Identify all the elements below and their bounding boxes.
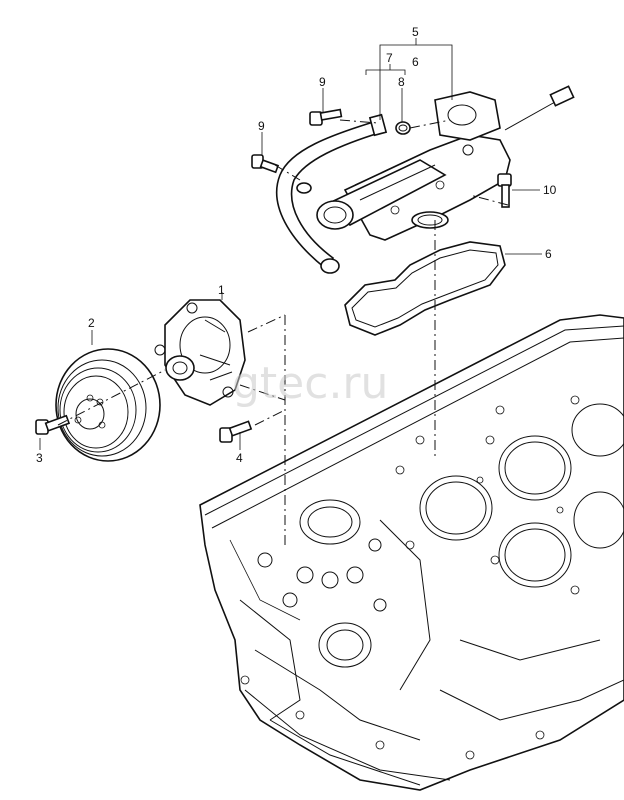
coolant-hose	[275, 113, 388, 274]
callout-6-top: 6	[412, 55, 419, 69]
o-ring-8	[395, 121, 411, 135]
assembly-lines	[57, 119, 509, 545]
thermostat-housing	[316, 85, 575, 241]
callout-8: 8	[398, 75, 405, 89]
engine-block	[199, 314, 624, 791]
callout-1: 1	[218, 283, 225, 297]
callout-5: 5	[412, 25, 419, 39]
callout-3: 3	[36, 451, 43, 465]
callout-9-upper: 9	[319, 75, 326, 89]
callout-10: 10	[543, 183, 557, 197]
housing-gasket	[344, 241, 506, 336]
callout-7: 7	[386, 51, 393, 65]
bolt-9-upper	[309, 108, 343, 126]
water-pump	[154, 299, 246, 406]
watermark: gtec.ru	[232, 358, 388, 409]
bolt-10	[497, 173, 512, 208]
callout-4: 4	[236, 451, 243, 465]
leader-lines	[39, 38, 542, 450]
pulley	[55, 348, 161, 462]
bolt-3	[35, 414, 71, 435]
callout-2: 2	[88, 316, 95, 330]
bolt-4	[219, 420, 253, 443]
bolt-9-lower	[251, 154, 280, 174]
callout-6-side: 6	[545, 247, 552, 261]
callout-9-lower: 9	[258, 119, 265, 133]
